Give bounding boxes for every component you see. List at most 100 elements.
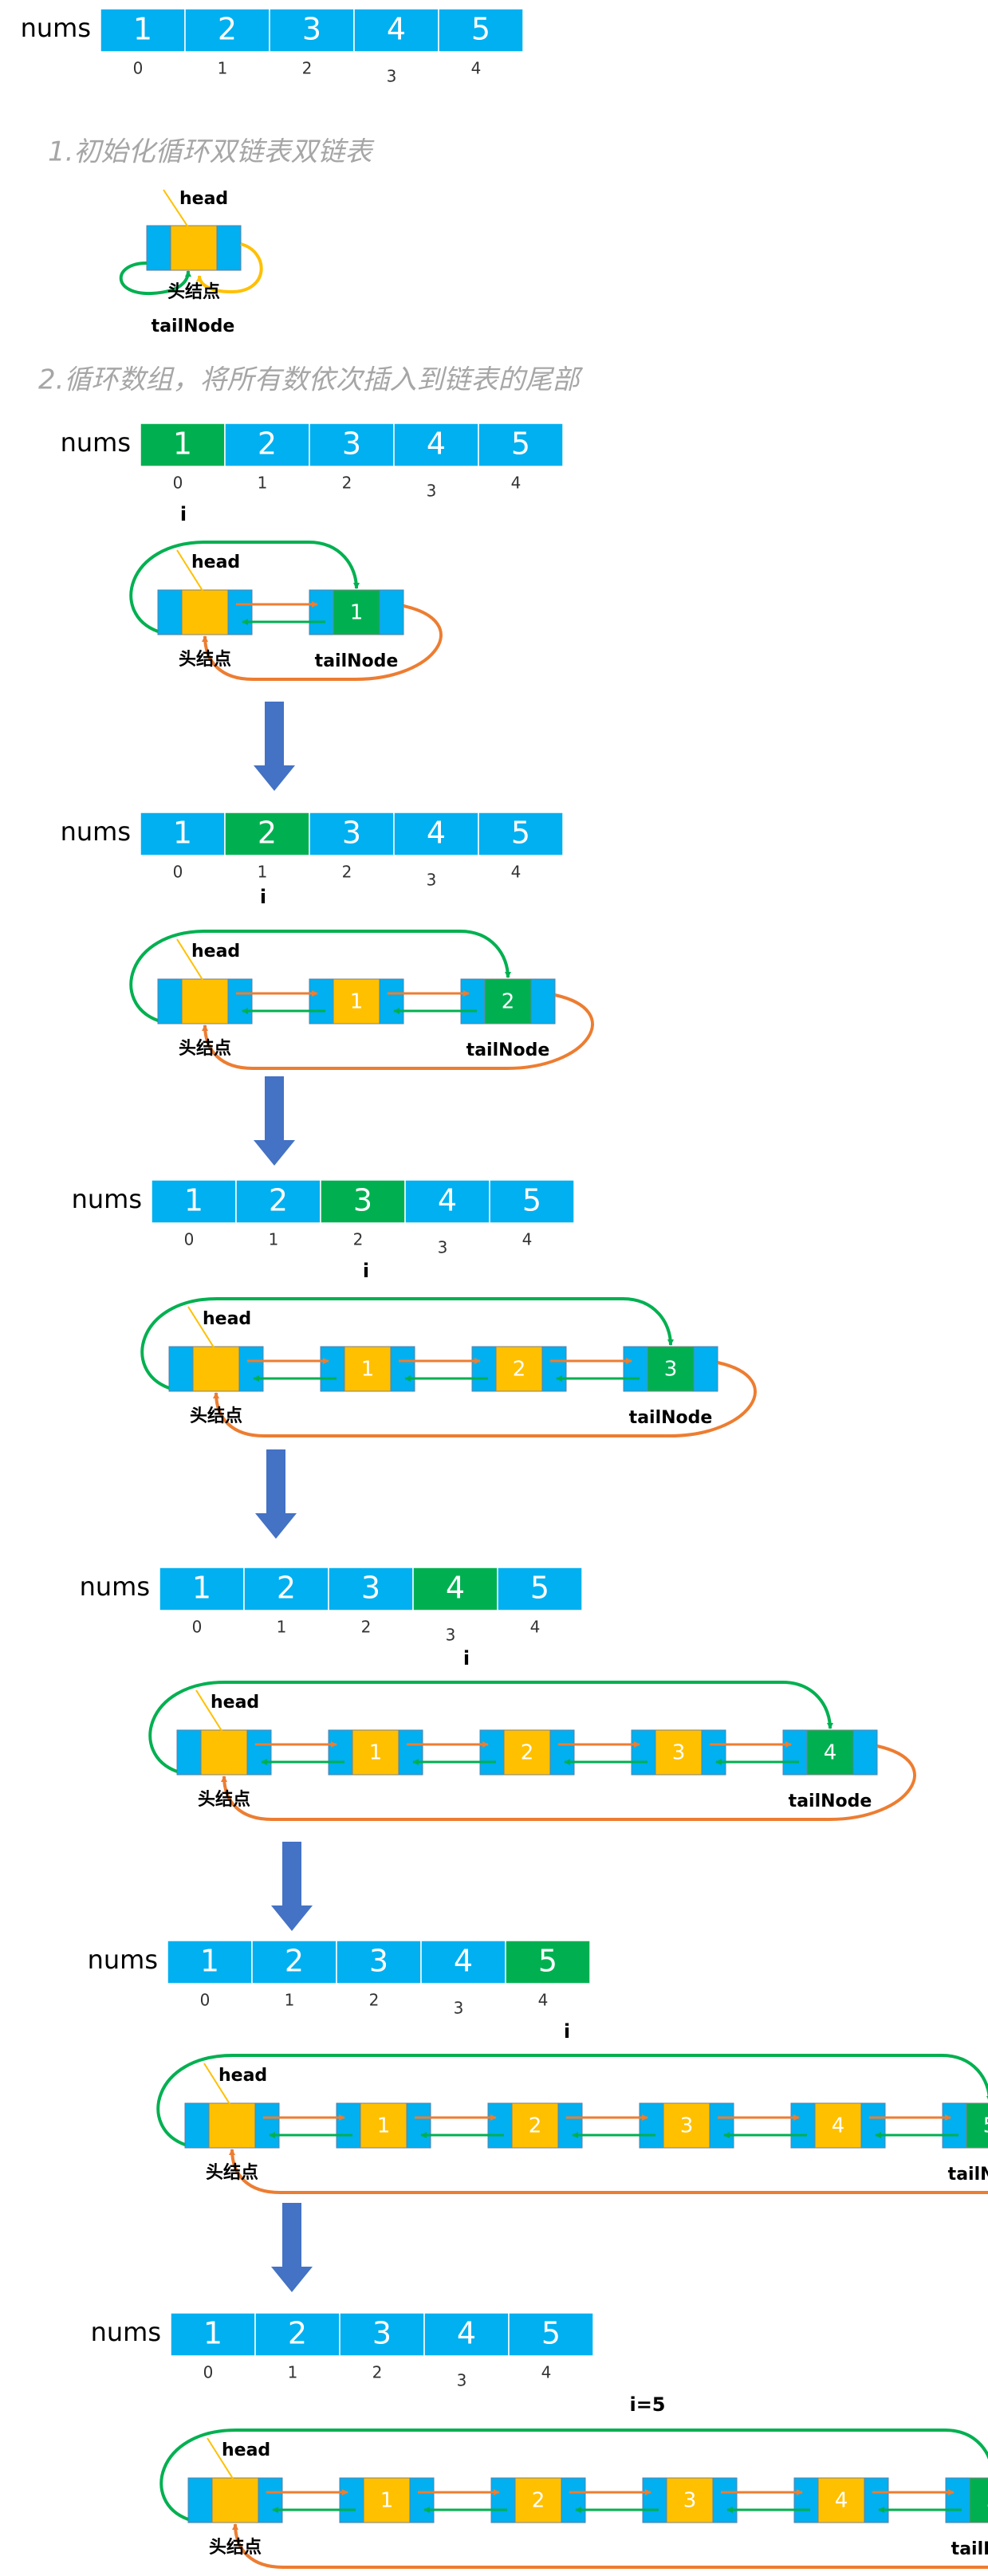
node-value: 3 [683, 2489, 697, 2513]
next-loop [196, 242, 263, 294]
head-node [157, 589, 253, 635]
array-index: 2 [342, 474, 352, 493]
array-index: 1 [277, 1618, 287, 1637]
array-cell [478, 812, 564, 856]
array-index: 4 [538, 1991, 549, 2010]
node-data-field [192, 1346, 240, 1392]
array-value: 1 [184, 1183, 203, 1218]
array-cell [420, 1940, 506, 1984]
node-value: 5 [986, 2489, 988, 2513]
node-data-field [208, 2102, 256, 2149]
nums-label: nums [91, 2317, 161, 2347]
tail-label: tailNode [466, 1040, 550, 1060]
array-value: 1 [192, 1571, 211, 1606]
list-node: 2 [487, 2102, 583, 2149]
head-node [184, 2102, 280, 2149]
prev-loop [119, 262, 191, 296]
list-node: 5 [945, 2477, 988, 2523]
array-value: 3 [353, 1183, 372, 1218]
node-prev-field [945, 2477, 970, 2523]
array-cell [159, 1567, 245, 1611]
array-cell [339, 2312, 425, 2357]
nums-label: nums [80, 1571, 150, 1602]
node-prev-field [631, 1729, 656, 1776]
list-node: 3 [631, 1729, 726, 1776]
array-value: 1 [173, 427, 192, 462]
node-value: 2 [532, 2489, 545, 2513]
array-cell [254, 2312, 340, 2357]
array-value: 4 [457, 2316, 476, 2351]
node-prev-field [157, 978, 183, 1025]
array-cell [489, 1179, 575, 1224]
list-node: 2 [471, 1346, 567, 1392]
node-data-field [655, 1729, 703, 1776]
array-index: 0 [133, 59, 144, 78]
node-next-field [254, 2102, 280, 2149]
node-data-field [363, 2477, 411, 2523]
head-node-label: 头结点 [198, 1789, 250, 1810]
node-data-field [352, 1729, 400, 1776]
array-value: 2 [258, 427, 277, 462]
array-cell [167, 1940, 253, 1984]
head-pointer [176, 549, 205, 594]
node-prev-field [790, 2102, 816, 2149]
list-node: 1 [309, 589, 404, 635]
node-data-field [514, 2477, 562, 2523]
node-next-field [258, 2477, 283, 2523]
node-data-field [200, 1729, 248, 1776]
node-data-field [806, 1729, 854, 1776]
node-next-field [390, 1346, 415, 1392]
tail-to-head-loop [129, 541, 360, 633]
head-pointer [176, 938, 205, 983]
array-cell [243, 1567, 329, 1611]
array-cell [393, 423, 479, 467]
array-value: 3 [342, 816, 361, 851]
node-prev-field [309, 978, 334, 1025]
nums-label: nums [21, 13, 91, 43]
node-prev-field [782, 1729, 808, 1776]
array-value: 3 [372, 2316, 392, 2351]
node-value: 1 [369, 1741, 383, 1765]
node-value: 4 [835, 2489, 848, 2513]
nums-label: nums [72, 1184, 142, 1214]
array-index: 4 [530, 1618, 541, 1637]
array-index: 1 [218, 59, 228, 78]
node-value: 1 [377, 2114, 391, 2138]
array-index: 0 [184, 1230, 195, 1249]
node-data-field [333, 978, 380, 1025]
head-to-tail-loop [229, 2149, 988, 2194]
node-value: 1 [380, 2489, 394, 2513]
node-value: 4 [824, 1741, 837, 1765]
list-node: 2 [479, 1729, 575, 1776]
node-prev-field [479, 1729, 505, 1776]
head-node-label: 头结点 [209, 2537, 262, 2558]
array-index: 3 [438, 1238, 448, 1257]
array-value: 2 [218, 12, 237, 47]
head-node [168, 1346, 264, 1392]
array-value: 1 [203, 2316, 222, 2351]
array-index: 0 [200, 1991, 211, 2010]
node-data-field [817, 2477, 865, 2523]
array-cell [505, 1940, 591, 1984]
node-value: 2 [521, 1741, 534, 1765]
tail-label: tailNode [789, 1791, 872, 1811]
step-down-arrow [271, 2203, 313, 2292]
array-cell [412, 1567, 498, 1611]
array-value: 5 [471, 12, 490, 47]
node-value: 5 [983, 2114, 988, 2138]
head-to-tail-loop [221, 1744, 916, 1821]
step-down-arrow [254, 702, 295, 791]
node-next-field [712, 2477, 738, 2523]
array-index: 3 [387, 67, 397, 86]
tail-label: tailNode [629, 1408, 713, 1428]
array-cell [508, 2312, 594, 2357]
head-node-label: 头结点 [179, 1038, 231, 1059]
head-pointer [207, 2437, 235, 2482]
array-index: 2 [342, 863, 352, 882]
head-node [157, 978, 253, 1025]
array-value: 4 [427, 816, 446, 851]
array-index: 3 [457, 2371, 467, 2390]
